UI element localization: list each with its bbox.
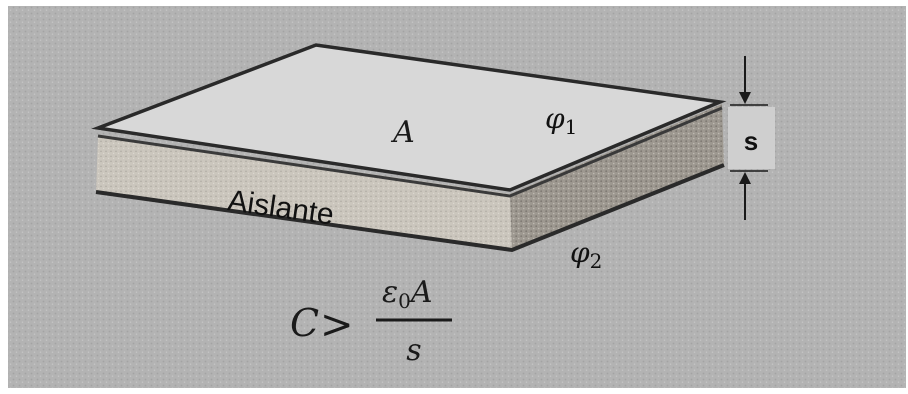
top-plate: [91, 43, 727, 192]
insulator-front-face: [96, 135, 512, 250]
formula-denominator: s: [406, 333, 421, 368]
formula-operator: >: [320, 302, 354, 348]
thickness-box: [728, 107, 775, 169]
formula-area: A: [408, 275, 433, 310]
thickness-dimension: [730, 56, 768, 220]
formula-epsilon-subscript: 0: [398, 289, 411, 313]
potential-phi1-label: φ1: [545, 102, 577, 139]
bottom-plate-edge: [95, 163, 725, 253]
phi2-subscript: 2: [590, 249, 603, 273]
phi1-subscript: 1: [565, 115, 578, 139]
potential-phi2-label: φ2: [570, 236, 602, 273]
plate-area-label: A: [390, 115, 415, 150]
phi1-symbol: φ: [545, 102, 565, 135]
formula-epsilon: ε: [382, 275, 398, 310]
capacitance-formula: C > ε0A s: [290, 275, 452, 368]
formula-numerator: ε0A: [382, 275, 433, 313]
insulator-side-face: [510, 104, 724, 250]
thickness-label: s: [744, 126, 758, 156]
phi2-symbol: φ: [570, 236, 590, 269]
formula-lhs: C: [290, 301, 319, 345]
top-plate-edge: [97, 106, 723, 198]
